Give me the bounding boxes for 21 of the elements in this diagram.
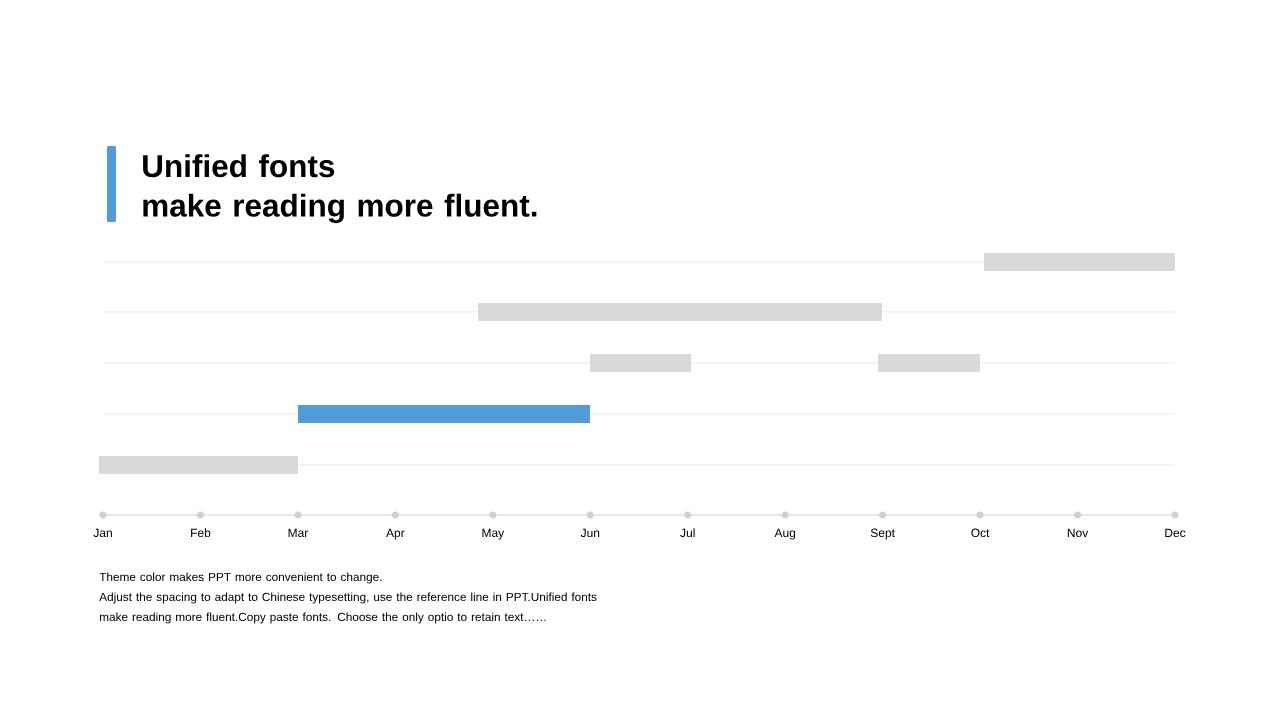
note-text: Adjust the spacing to adapt to Chinese typesetting, use the reference line in PPT.Unified fonts make reading more fluent.Copy paste fonts. Choose the only optio to retain text…… — [99, 592, 597, 624]
bar — [478, 303, 882, 321]
bar — [984, 253, 1175, 271]
bar — [99, 456, 298, 474]
month-label: Feb — [191, 528, 211, 538]
note-text: Theme color makes PPT more convenient to change. — [99, 572, 382, 584]
bar — [590, 354, 691, 372]
bar — [878, 354, 980, 372]
month-label: Aug — [774, 528, 796, 540]
bar — [298, 405, 590, 423]
month-label: May — [482, 528, 505, 540]
month-label: Nov — [1067, 528, 1089, 538]
month-label: Sept — [870, 528, 895, 540]
month-label: Dec — [1165, 528, 1186, 538]
month-label: Oct — [971, 528, 990, 538]
month-label: Mar — [288, 528, 309, 538]
month-label: Jun — [580, 528, 600, 538]
month-label: Jan — [93, 528, 112, 538]
title: Unified fonts make reading more fluent. — [143, 154, 537, 224]
month-label: Jul — [680, 528, 695, 538]
month-label: Apr — [386, 528, 405, 540]
